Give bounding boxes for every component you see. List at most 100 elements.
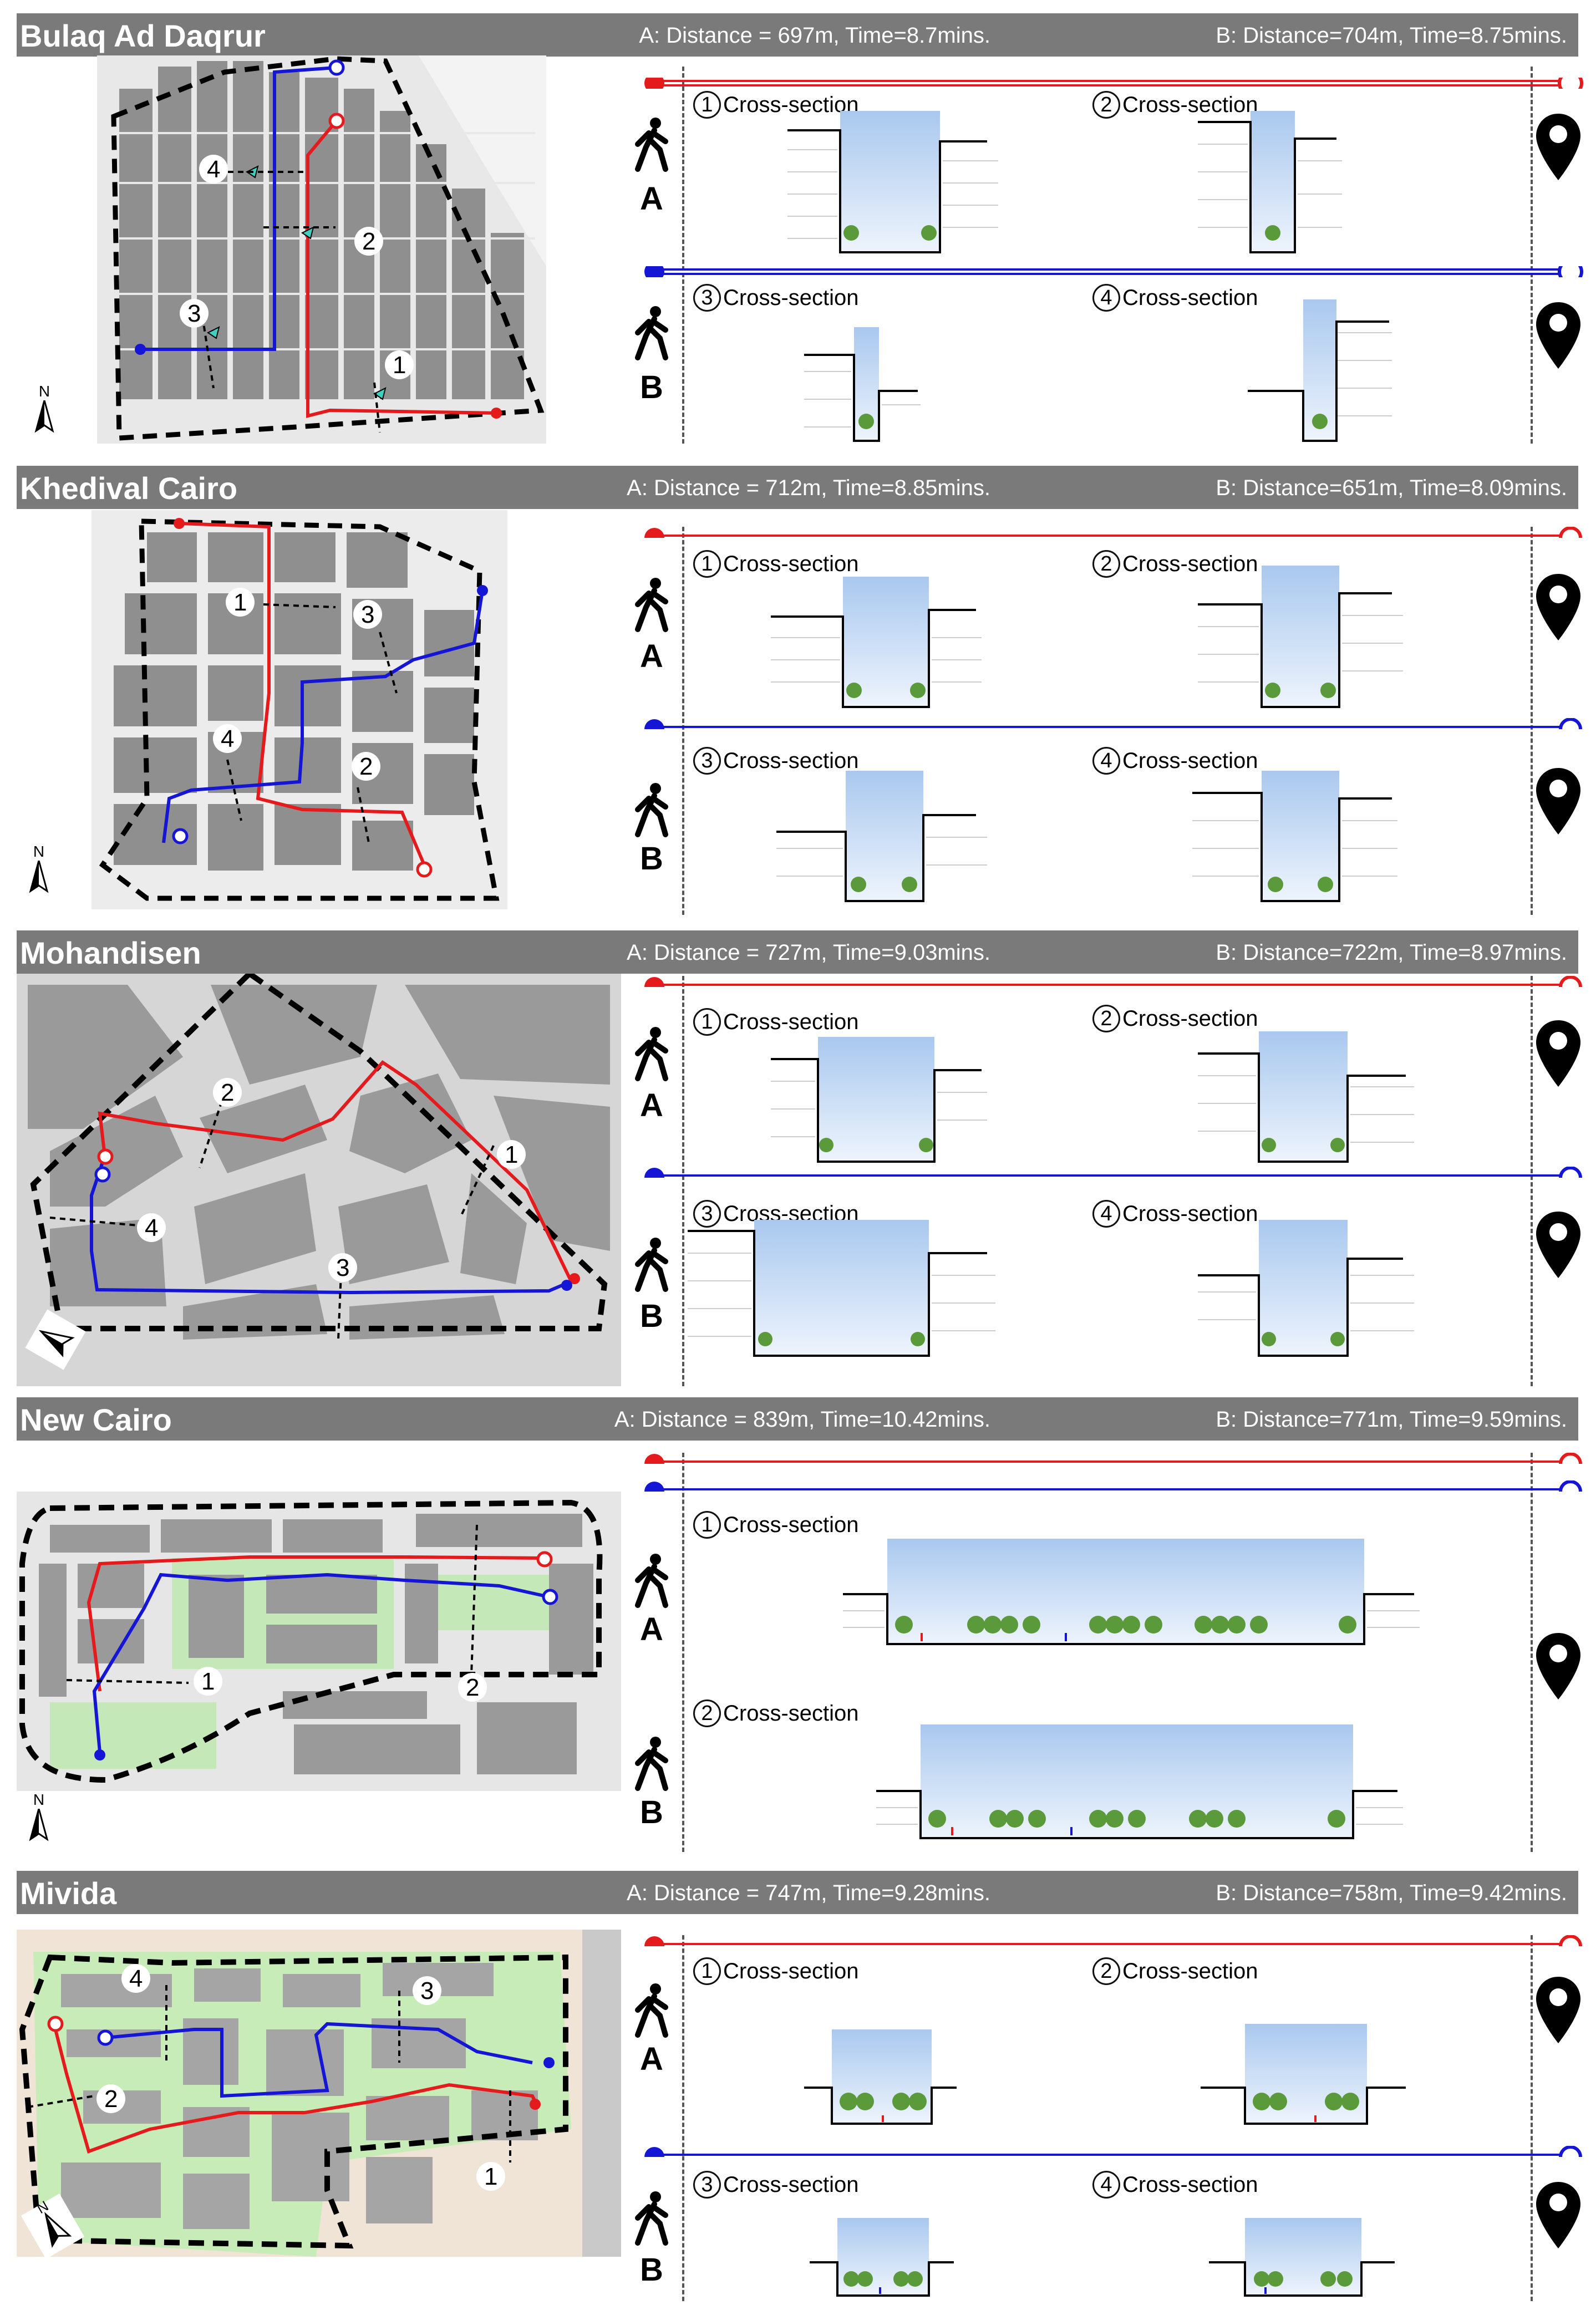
map-label: 3 [361,601,374,628]
route-b-info: B: Distance=704m, Time=8.75mins. [1216,23,1567,48]
pedestrian-icon [635,2191,668,2246]
walker-a-label: A [640,2041,663,2077]
route-a-info: A: Distance = 697m, Time=8.7mins. [639,23,990,48]
pedestrian-icon [635,1737,668,1791]
divider-left [682,976,684,1386]
destination-pin-icon [1536,302,1580,369]
city-title: New Cairo [20,1402,172,1437]
map-label: 1 [484,2163,497,2190]
north-arrow-icon [25,1309,86,1370]
street-section-1 [843,1539,1420,1645]
route-b-info: B: Distance=651m, Time=8.09mins. [1216,476,1567,500]
divider-right [1531,1453,1533,1852]
walker-b-label: B [640,841,663,877]
walker-b-label: B [640,1298,663,1334]
route-a-line [644,78,1583,89]
map-label: 4 [145,1214,158,1241]
street-section-4 [1192,771,1397,902]
street-section-2 [1198,1031,1414,1163]
panel-new-cairo: New Cairo A: Distance = 839m, Time=10.42… [0,1386,1596,1858]
panel-bulaq: Bulaq Ad Daqrur A: Distance = 697m, Time… [0,0,1596,455]
pedestrian-icon [635,1027,668,1081]
street-section-4 [1198,1220,1414,1357]
pedestrian-icon [635,1983,668,2038]
pedestrian-icon [635,306,668,360]
map-label: 1 [505,1141,518,1168]
north-arrow-icon: N [33,383,55,437]
destination-pin-icon [1536,1633,1580,1700]
walker-a-label: A [640,638,663,674]
map-label: 2 [466,1674,479,1701]
divider-left [682,67,684,444]
map-label: 3 [187,300,201,327]
map-label: 1 [393,352,406,379]
north-arrow-icon: N [28,843,50,898]
panel-header: Mivida A: Distance = 747m, Time=9.28mins… [17,1871,1578,1914]
panel-khedival: Khedival Cairo A: Distance = 712m, Time=… [0,455,1596,920]
city-title: Khedival Cairo [20,471,238,506]
street-section-2 [1198,111,1342,253]
street-section-2 [1198,566,1403,708]
destination-pin-icon [1536,1212,1580,1278]
panel-header: Mohandisen A: Distance = 727m, Time=9.03… [17,930,1578,974]
divider-right [1531,67,1533,444]
street-section-1 [771,577,982,708]
walker-b-label: B [640,1794,663,1830]
map-label: 2 [362,228,375,255]
panel-mohandisen: Mohandisen A: Distance = 727m, Time=9.03… [0,920,1596,1386]
walker-a-label: A [640,1611,663,1647]
route-a-info: A: Distance = 727m, Time=9.03mins. [627,940,990,965]
pedestrian-icon [635,783,668,837]
destination-pin-icon [1536,2182,1580,2248]
route-a-info: A: Distance = 747m, Time=9.28mins. [627,1881,990,1905]
route-a-info: A: Distance = 839m, Time=10.42mins. [614,1407,990,1432]
route-b-line [644,2146,1582,2157]
map-label: 2 [104,2085,118,2113]
map-label: 1 [233,589,247,616]
route-b-info: B: Distance=722m, Time=8.97mins. [1216,940,1567,965]
street-section-3 [776,771,987,902]
walker-a-label: A [640,1087,663,1123]
divider-left [682,1453,684,1852]
panel-header: Bulaq Ad Daqrur A: Distance = 697m, Time… [17,13,1578,57]
panel-header: Khedival Cairo A: Distance = 712m, Time=… [17,466,1578,509]
walker-a-label: A [640,181,663,217]
map-label: 2 [221,1079,234,1106]
route-b-line [644,1167,1582,1178]
street-section-3 [688,1220,995,1357]
map-label: 3 [420,1977,434,2004]
destination-pin-icon [1536,1020,1580,1087]
street-section-3 [804,327,921,442]
destination-pin-icon [1536,768,1580,835]
city-title: Mivida [20,1876,117,1911]
destination-pin-icon [1536,114,1580,180]
divider-left [682,1935,684,2301]
map-label: 4 [221,725,234,752]
north-arrow-icon: N [21,2194,85,2257]
street-section-2 [876,1724,1403,1839]
route-a-line [644,527,1582,538]
route-b-line [644,718,1582,729]
street-section-4 [1209,2218,1395,2297]
route-a-line [644,1453,1582,1464]
map-label: 4 [129,1965,143,1992]
walker-b-label: B [640,369,663,405]
divider-right [1531,527,1533,915]
